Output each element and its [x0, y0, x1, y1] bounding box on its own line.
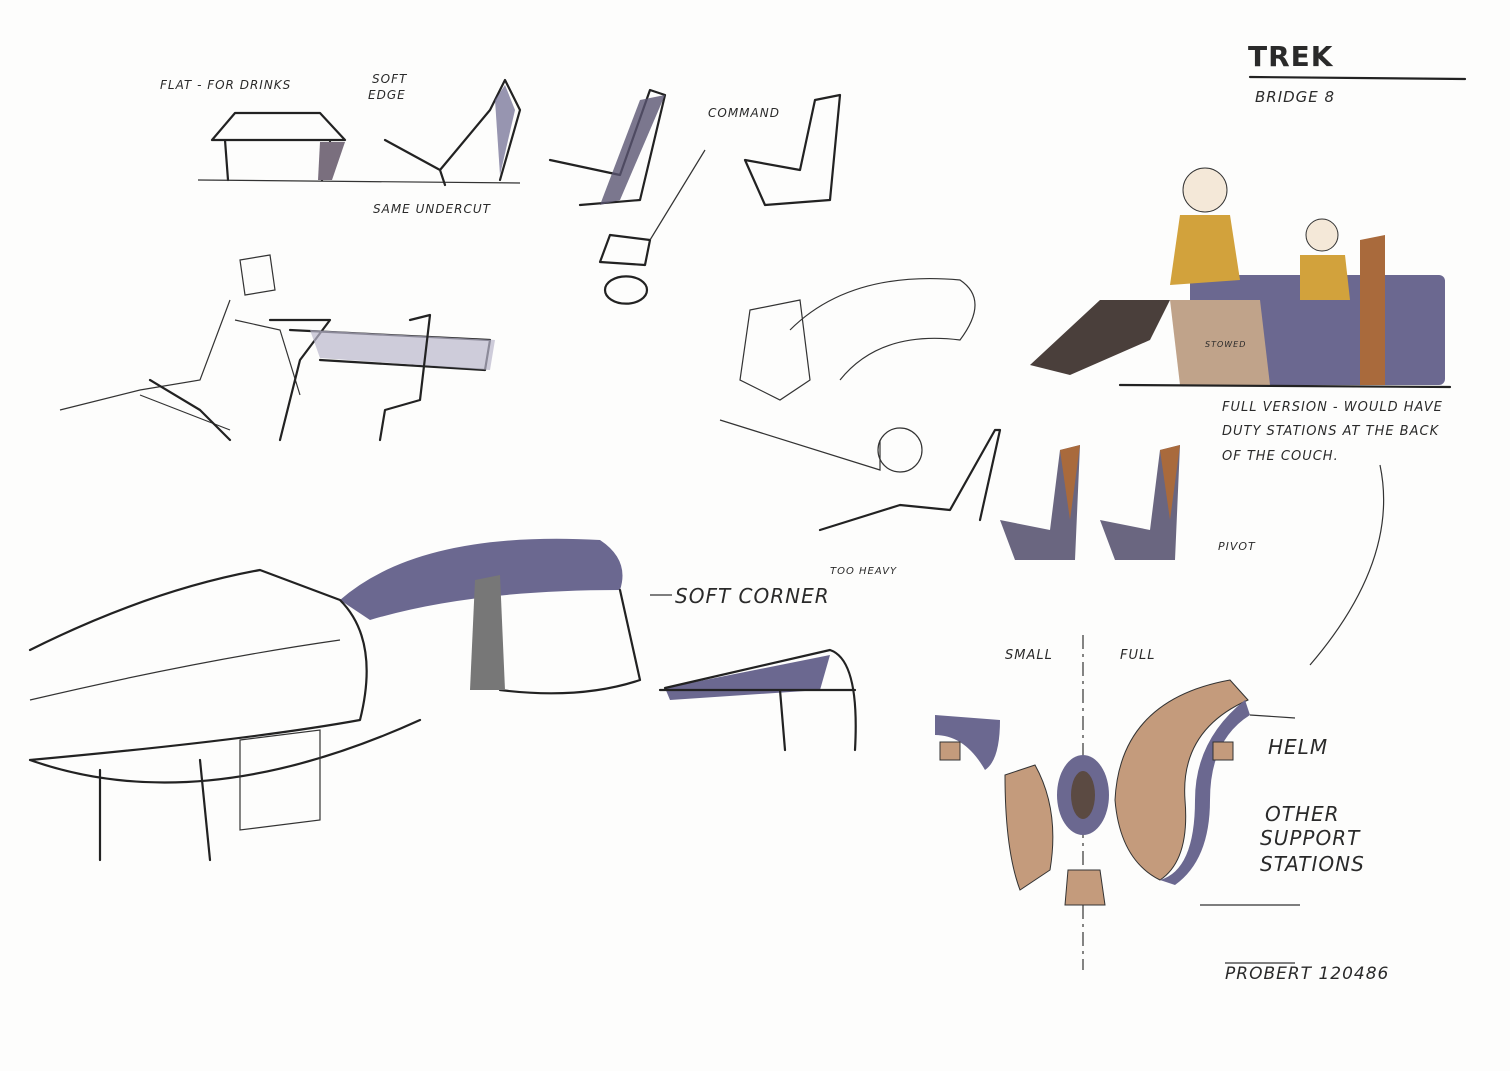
label-stations: STATIONS [1260, 852, 1365, 876]
artist-signature: PROBERT 120486 [1225, 964, 1390, 984]
label-full: FULL [1120, 648, 1156, 663]
title-heading: TREK [1248, 40, 1334, 73]
label-command: COMMAND [708, 106, 780, 120]
label-soft-corner: SOFT CORNER [675, 584, 830, 608]
curved-couch-sketch [719, 277, 976, 473]
title-underline [1248, 75, 1467, 81]
console-sketch [197, 111, 521, 184]
chair-sketch-1 [383, 78, 522, 187]
label-support: SUPPORT [1260, 826, 1361, 850]
chair-sketch-2 [548, 88, 667, 207]
note-line-1: FULL VERSION - WOULD HAVE [1222, 400, 1443, 415]
seated-figure-sketch [59, 254, 495, 442]
bridge-perspective-sketch [28, 538, 642, 862]
label-flat-for-drinks: FLAT - FOR DRINKS [160, 78, 292, 92]
label-other: OTHER [1265, 802, 1340, 826]
command-chair-sketch [598, 93, 842, 305]
label-same-undercut: SAME UNDERCUT [373, 202, 491, 216]
label-soft: SOFT [372, 72, 408, 86]
pivot-chair-sketches [818, 428, 1180, 560]
label-small: SMALL [1005, 648, 1053, 663]
label-edge: EDGE [368, 88, 406, 102]
label-helm: HELM [1268, 735, 1329, 759]
note-line-3: OF THE COUCH. [1222, 449, 1339, 464]
label-too-heavy: TOO HEAVY [830, 566, 898, 577]
label-pivot: PIVOT [1218, 540, 1256, 553]
title-subheading: BRIDGE 8 [1255, 88, 1336, 106]
soft-corner-sketch [650, 594, 857, 752]
label-stowed: STOWED [1205, 340, 1247, 349]
crew-couch-illustration [1030, 167, 1452, 389]
floor-plan-diagram [935, 464, 1385, 970]
note-line-2: DUTY STATIONS AT THE BACK [1222, 424, 1440, 439]
